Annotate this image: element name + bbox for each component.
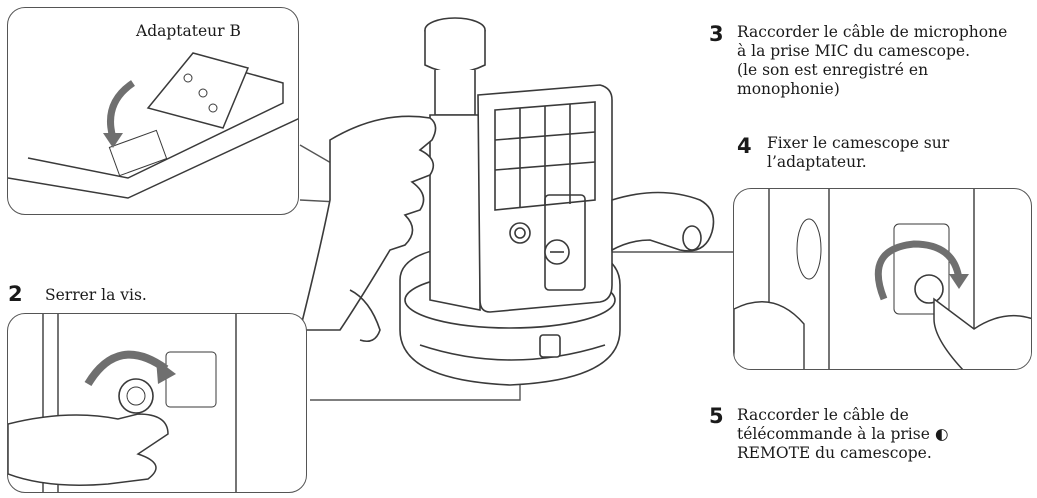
step-2-text: Serrer la vis. [45,286,147,305]
step-5-line: Raccorder le câble de [737,406,909,424]
step-4-number: 4 [737,134,752,158]
rotate-arrow-icon [84,350,169,387]
step-5-number: 5 [709,404,724,428]
step-5-line: REMOTE du camescope. [737,444,932,462]
remote-drawing [734,189,1031,369]
step-3-line: (le son est enregistré en [737,61,929,79]
step-3-line: à la prise MIC du camescope. [737,42,971,60]
handle [611,191,715,252]
step-5-text: Raccorder le câble de télécommande à la … [737,406,948,463]
camcorder-body [477,84,613,313]
step-2-number: 2 [8,282,23,306]
eyepiece [424,17,486,311]
remote-jack-icon: ◐ [934,425,949,443]
step-3-number: 3 [709,22,724,46]
inset-remote [733,188,1032,370]
adapter-drawing [8,52,298,199]
step-4-line: Fixer le camescope sur [767,134,950,152]
step-2-line: Serrer la vis. [45,286,147,304]
step-3-line: Raccorder le câble de microphone [737,23,1008,41]
step-4-text: Fixer le camescope sur l’adaptateur. [767,134,949,172]
rotate-arrow-icon [874,240,963,301]
step-4-line: l’adaptateur. [767,153,867,171]
step-5-line-text: télécommande à la prise [737,425,930,443]
inset-adapter: Adaptateur B [7,7,299,215]
step-5-line: télécommande à la prise ◐ [737,425,948,444]
adapter-label: Adaptateur B [136,22,241,40]
rotate-arrow-icon [107,80,136,139]
step-3-line: monophonie) [737,80,840,98]
inset-screw [7,313,307,493]
screw-drawing [8,314,237,492]
step-3-text: Raccorder le câble de microphone à la pr… [737,23,1007,99]
